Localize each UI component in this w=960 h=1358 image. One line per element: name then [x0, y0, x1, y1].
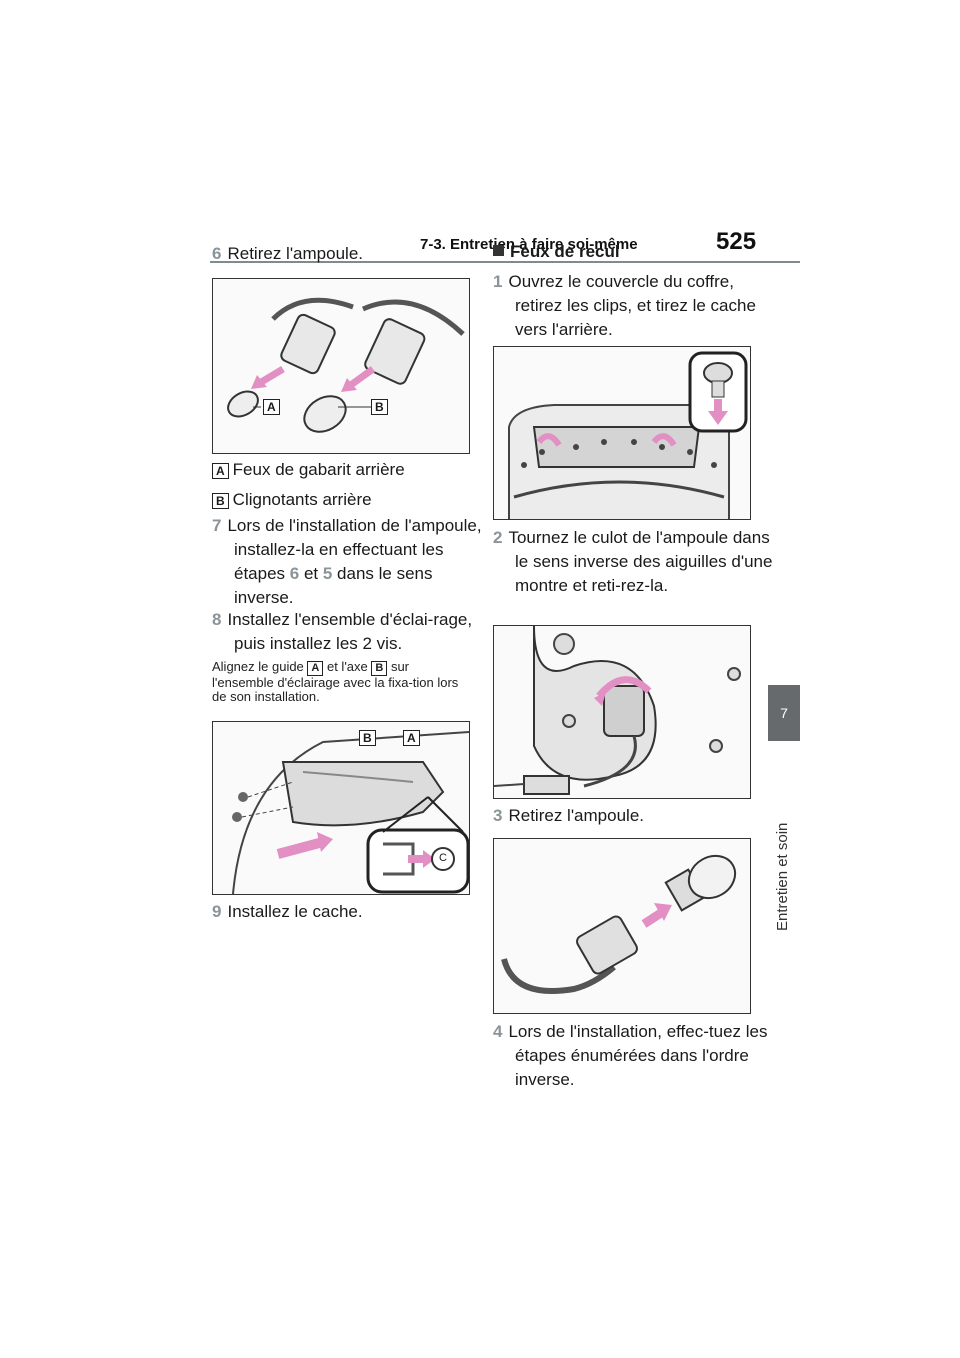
section-heading: Feux de recul	[493, 242, 620, 262]
figure-label-a: A	[263, 399, 280, 415]
step-text: Installez l'ensemble d'éclai-rage, puis …	[227, 610, 473, 653]
step-text: Tournez le culot de l'ampoule dans le se…	[508, 528, 773, 595]
step-text: et	[299, 564, 323, 583]
figure-bulb-socket	[493, 625, 751, 799]
step-number: 2	[493, 528, 503, 547]
step-ref: 5	[322, 564, 333, 583]
step-number: 1	[493, 272, 503, 291]
bulbs-illustration	[227, 297, 465, 433]
trunk-clips-illustration	[508, 351, 748, 519]
square-bullet-icon	[493, 245, 504, 256]
step-8: 8 Installez l'ensemble d'éclai-rage, puis…	[212, 608, 490, 656]
chapter-tab[interactable]: 7	[768, 685, 800, 741]
chapter-label: Entretien et soin	[770, 755, 798, 935]
step-number: 4	[493, 1022, 503, 1041]
step-9: 9 Installez le cache.	[212, 900, 363, 924]
page-number: 525	[716, 228, 757, 255]
step-3: 3 Retirez l'ampoule.	[493, 804, 777, 828]
installation-note: Alignez le guide A et l'axe B sur l'ense…	[212, 660, 468, 704]
note-text: Alignez le guide	[212, 659, 308, 674]
figure-label-a: A	[403, 730, 420, 746]
legend-text: Feux de gabarit arrière	[232, 460, 405, 479]
step-ref: 6	[289, 564, 300, 583]
step-number: 7	[212, 516, 222, 535]
light-assembly-illustration	[232, 731, 469, 894]
bulb-socket-illustration	[494, 626, 741, 795]
step-number: 8	[212, 610, 222, 629]
step-2: 2 Tournez le culot de l'ampoule dans le s…	[493, 526, 777, 598]
figure-label-b: B	[371, 399, 388, 415]
header-rule	[210, 261, 800, 263]
step-text: Retirez l'ampoule.	[227, 244, 363, 263]
step-text: Installez le cache.	[227, 902, 363, 921]
step-text: Retirez l'ampoule.	[508, 806, 644, 825]
section-heading-text: Feux de recul	[510, 242, 620, 261]
legend-text: Clignotants arrière	[232, 490, 372, 509]
note-badge-b: B	[371, 661, 388, 676]
step-4: 4 Lors de l'installation, effec-tuez les …	[493, 1020, 777, 1092]
step-text: Lors de l'installation de l'ampoule, ins…	[227, 516, 482, 583]
figure-label-c: C	[439, 852, 447, 864]
section-title: 7-3. Entretien à faire soi-même	[420, 236, 638, 253]
step-number: 6	[212, 244, 222, 263]
chapter-label-text: Entretien et soin	[774, 822, 791, 931]
figure-bulbs: A B	[212, 278, 470, 454]
legend-badge: B	[212, 493, 229, 509]
figure-trunk-clips	[493, 346, 751, 520]
step-1: 1 Ouvrez le couvercle du coffre, retirez …	[493, 270, 777, 342]
step-text: Lors de l'installation, effec-tuez les é…	[508, 1022, 768, 1089]
note-badge-a: A	[307, 661, 324, 676]
step-number: 3	[493, 806, 503, 825]
note-text: et l'axe	[323, 659, 372, 674]
figure-bulb-removal	[493, 838, 751, 1014]
figure-label-b: B	[359, 730, 376, 746]
step-text: dans le sens inverse.	[234, 564, 433, 607]
note-text: sur l'ensemble d'éclairage avec la fixa-…	[212, 659, 459, 704]
step-number: 9	[212, 902, 222, 921]
legend-badge: A	[212, 463, 229, 479]
step-7: 7 Lors de l'installation de l'ampoule, in…	[212, 514, 490, 610]
step-text: Ouvrez le couvercle du coffre, retirez l…	[508, 272, 756, 339]
figure-light-assembly: B A C	[212, 721, 470, 895]
bulb-removal-illustration	[501, 854, 737, 994]
step-6: 6 Retirez l'ampoule.	[212, 242, 363, 266]
